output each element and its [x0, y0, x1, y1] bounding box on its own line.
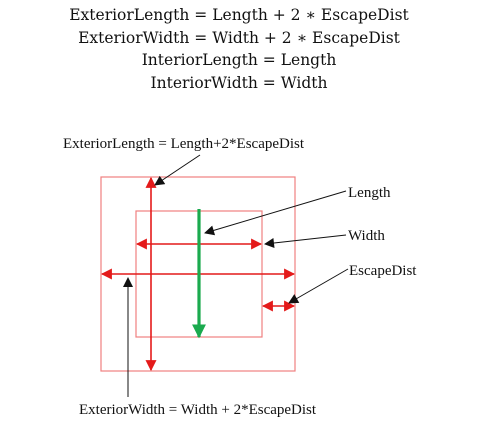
width-leader — [264, 234, 347, 248]
exterior-length-label: ExteriorLength = Length+2*EscapeDist — [63, 136, 305, 152]
length-label: Length — [348, 185, 391, 201]
interior-length-formula: InteriorLength = Length — [141, 51, 337, 69]
interior-width-formula: InteriorWidth = Width — [150, 73, 328, 92]
formula-block: ExteriorLength = Length + 2 ∗ EscapeDist… — [0, 4, 478, 94]
escape-dist-leader — [288, 268, 349, 304]
exterior-length-leader — [154, 154, 201, 186]
width-label: Width — [348, 228, 385, 244]
length-leader — [204, 190, 347, 236]
exterior-width-label: ExteriorWidth = Width + 2*EscapeDist — [79, 402, 317, 418]
exterior-length-formula: ExteriorLength = Length + 2 ∗ EscapeDist — [69, 6, 409, 24]
escape-dist-label: EscapeDist — [349, 263, 417, 279]
exterior-width-formula: ExteriorWidth = Width + 2 ∗ EscapeDist — [78, 28, 400, 47]
